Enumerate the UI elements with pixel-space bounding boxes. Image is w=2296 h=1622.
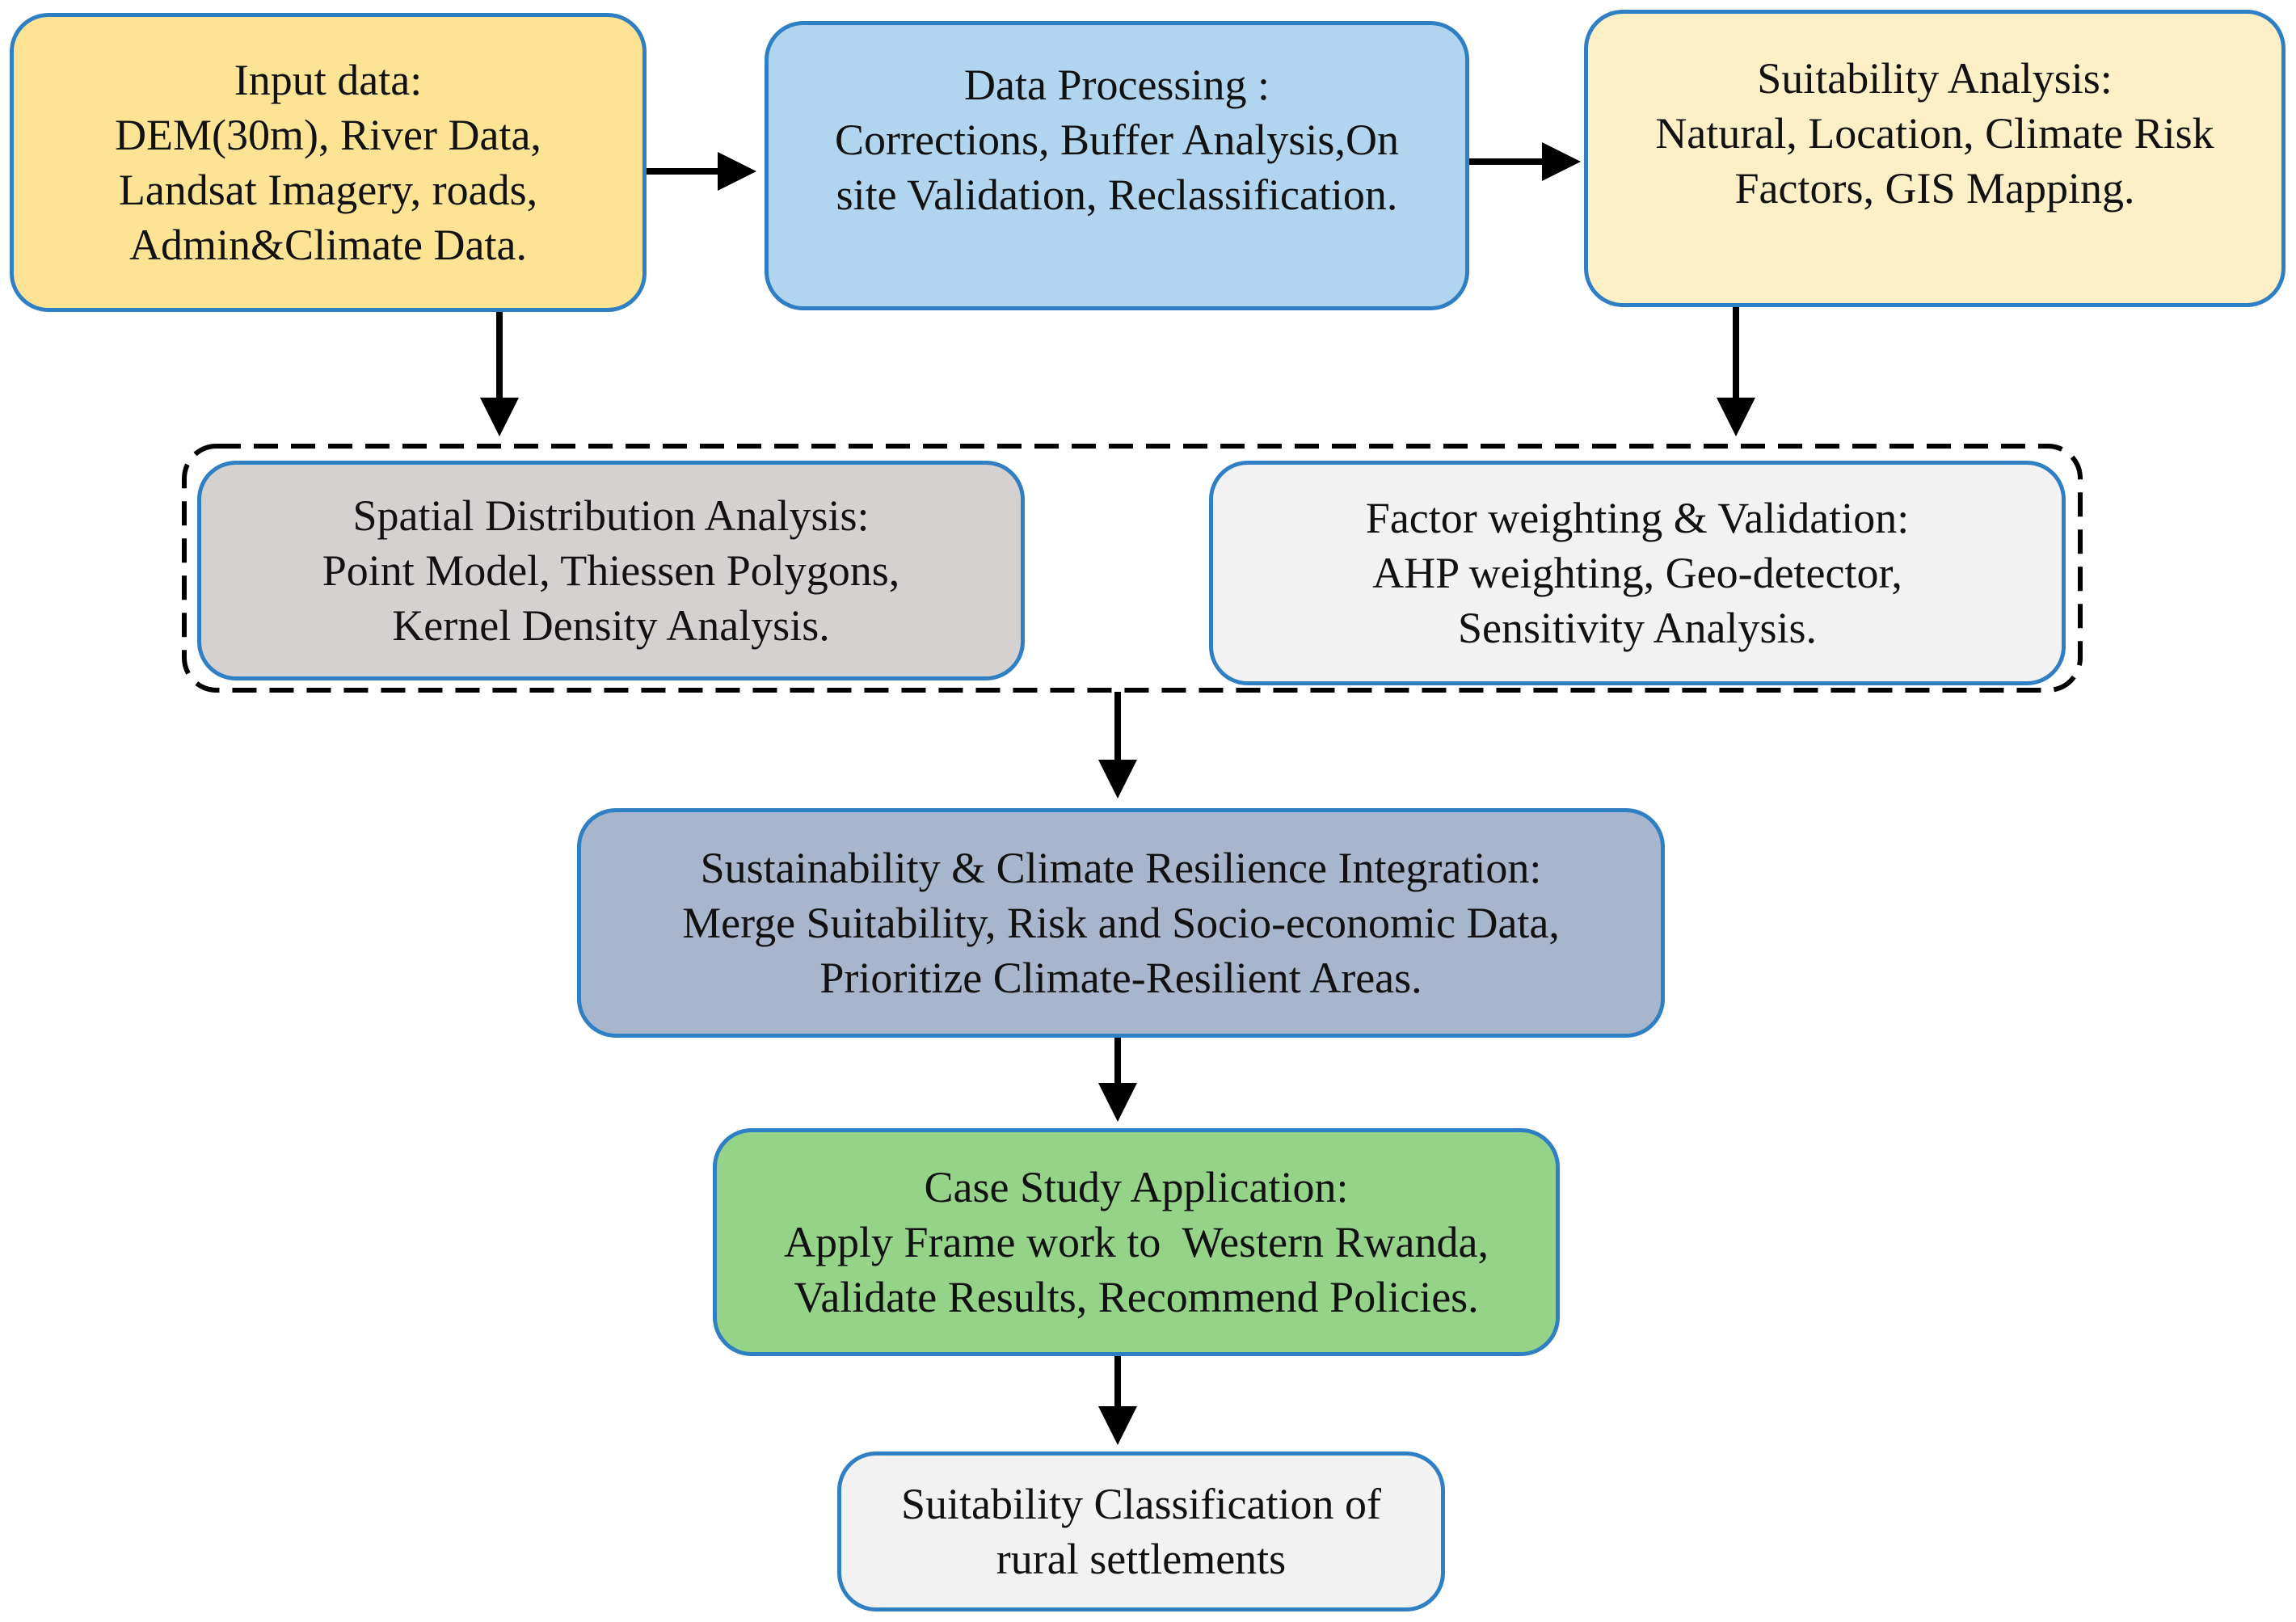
suitability-analysis-line: Natural, Location, Climate Risk xyxy=(1655,109,2214,158)
input-data-line: Landsat Imagery, roads, xyxy=(118,166,538,214)
spatial-distribution-box: Spatial Distribution Analysis: Point Mod… xyxy=(197,461,1025,680)
suitability-classification-box: Suitability Classification of rural sett… xyxy=(837,1451,1445,1611)
suitability-analysis-box: Suitability Analysis: Natural, Location,… xyxy=(1584,10,2285,307)
input-data-line: Admin&Climate Data. xyxy=(129,221,527,269)
data-processing-line: site Validation, Reclassification. xyxy=(836,171,1398,219)
integration-line: Merge Suitability, Risk and Socio-econom… xyxy=(682,899,1560,947)
case-study-title: Case Study Application: xyxy=(924,1163,1349,1211)
integration-box: Sustainability & Climate Resilience Inte… xyxy=(577,808,1665,1038)
input-data-line: DEM(30m), River Data, xyxy=(115,111,541,159)
data-processing-box: Data Processing : Corrections, Buffer An… xyxy=(765,21,1469,310)
integration-line: Prioritize Climate-Resilient Areas. xyxy=(819,954,1422,1002)
case-study-line: Validate Results, Recommend Policies. xyxy=(794,1273,1479,1321)
factor-weighting-box: Factor weighting & Validation: AHP weigh… xyxy=(1209,461,2066,685)
suitability-classification-line: rural settlements xyxy=(996,1535,1287,1583)
suitability-analysis-line: Factors, GIS Mapping. xyxy=(1734,164,2135,213)
factor-weighting-title: Factor weighting & Validation: xyxy=(1365,494,1910,542)
spatial-distribution-line: Kernel Density Analysis. xyxy=(392,601,830,650)
factor-weighting-line: Sensitivity Analysis. xyxy=(1457,604,1818,652)
integration-title: Sustainability & Climate Resilience Inte… xyxy=(700,844,1542,892)
case-study-box: Case Study Application: Apply Frame work… xyxy=(713,1128,1560,1356)
case-study-line: Apply Frame work to Western Rwanda, xyxy=(784,1218,1489,1266)
spatial-distribution-title: Spatial Distribution Analysis: xyxy=(352,491,870,540)
input-data-title: Input data: xyxy=(234,56,423,104)
data-processing-title: Data Processing : xyxy=(964,61,1270,109)
data-processing-line: Corrections, Buffer Analysis,On xyxy=(835,116,1399,164)
suitability-analysis-title: Suitability Analysis: xyxy=(1757,54,2113,103)
spatial-distribution-line: Point Model, Thiessen Polygons, xyxy=(322,546,900,595)
dashed-group-frame xyxy=(182,444,2083,693)
input-data-box: Input data: DEM(30m), River Data, Landsa… xyxy=(10,13,647,312)
factor-weighting-line: AHP weighting, Geo-detector, xyxy=(1372,549,1902,597)
suitability-classification-line: Suitability Classification of xyxy=(901,1480,1381,1528)
